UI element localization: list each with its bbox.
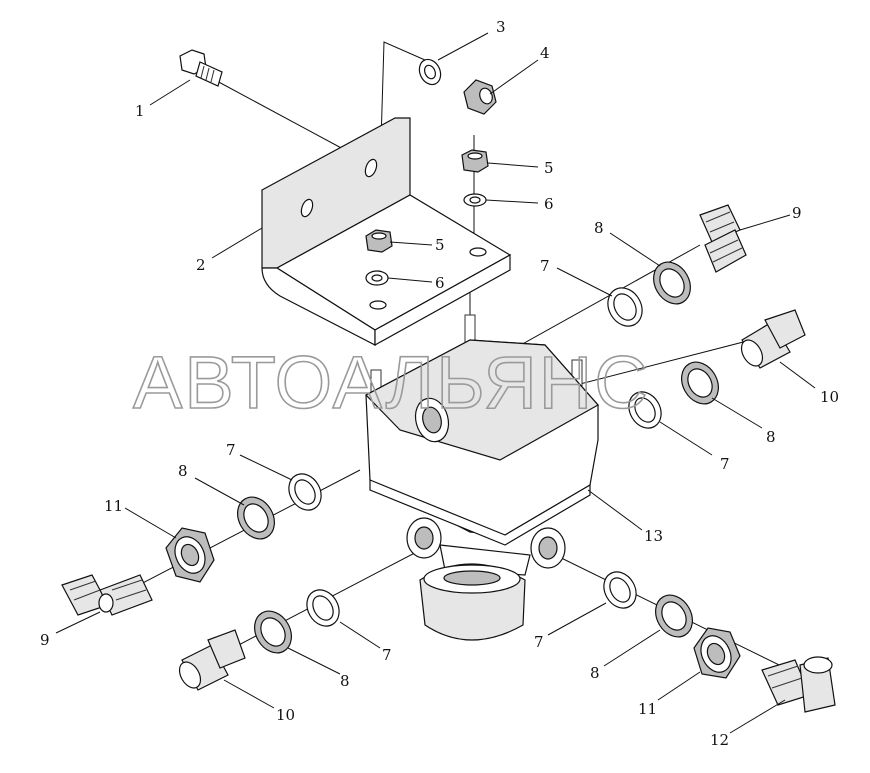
- seal-rings-part-8: [237, 261, 719, 654]
- callout-6-right: 6: [544, 195, 554, 213]
- adapter-part-10-right: [740, 309, 806, 369]
- union-nut-part-11-right: [693, 627, 741, 679]
- callout-1: 1: [135, 102, 145, 120]
- callout-3: 3: [496, 18, 506, 36]
- washer-part-6-right: [463, 193, 487, 207]
- callout-11-right: 11: [638, 700, 657, 718]
- nut-part-5-right: [461, 149, 489, 173]
- nut-part-5-left: [365, 229, 393, 253]
- elbow-fitting-part-9-top: [699, 204, 747, 273]
- callout-5-left: 5: [435, 236, 445, 254]
- callout-9-top: 9: [792, 204, 802, 222]
- callout-8-left: 8: [178, 462, 188, 480]
- washer-part-3: [418, 58, 442, 86]
- callout-7-left: 7: [226, 441, 236, 459]
- callout-7-top: 7: [540, 257, 550, 275]
- gaskets-part-7: [288, 287, 662, 627]
- watermark-text: АВТОАЛЬЯНС: [133, 341, 650, 424]
- exhaust-cap: [419, 544, 531, 641]
- elbow-fitting-part-9-bottom: [61, 574, 153, 616]
- callout-7-bottom-left: 7: [382, 646, 392, 664]
- callout-8-top: 8: [594, 219, 604, 237]
- callout-11-left: 11: [104, 497, 123, 515]
- adapter-part-10-left: [178, 629, 246, 691]
- callout-8-right: 8: [766, 428, 776, 446]
- callout-13: 13: [644, 527, 663, 545]
- callout-10-left: 10: [276, 706, 295, 724]
- callout-9-bottom: 9: [40, 631, 50, 649]
- callout-2: 2: [196, 256, 206, 274]
- union-nut-part-11-left: [165, 527, 215, 583]
- callout-leaders: [55, 32, 816, 734]
- callout-6-left: 6: [435, 274, 445, 292]
- callout-7-bottom-right: 7: [534, 633, 544, 651]
- callout-8-bottom-right: 8: [590, 664, 600, 682]
- callout-4: 4: [540, 44, 550, 62]
- callout-10-right: 10: [820, 388, 839, 406]
- washer-part-6-left: [365, 270, 389, 286]
- callout-7-right: 7: [720, 455, 730, 473]
- bracket-part-2: [261, 117, 512, 347]
- bolt-part-1: [179, 49, 223, 87]
- callout-5-right: 5: [544, 159, 554, 177]
- callout-8-bottom-left: 8: [340, 672, 350, 690]
- callout-12: 12: [710, 731, 729, 749]
- valve-body-part-13: [365, 314, 599, 569]
- nut-part-4: [463, 79, 497, 115]
- elbow-fitting-part-12: [761, 656, 836, 713]
- callout-numbers: 1 2 3 4 5 6 5 6 7 8 9 10 8 7 7 8 11 9 7 …: [40, 18, 839, 749]
